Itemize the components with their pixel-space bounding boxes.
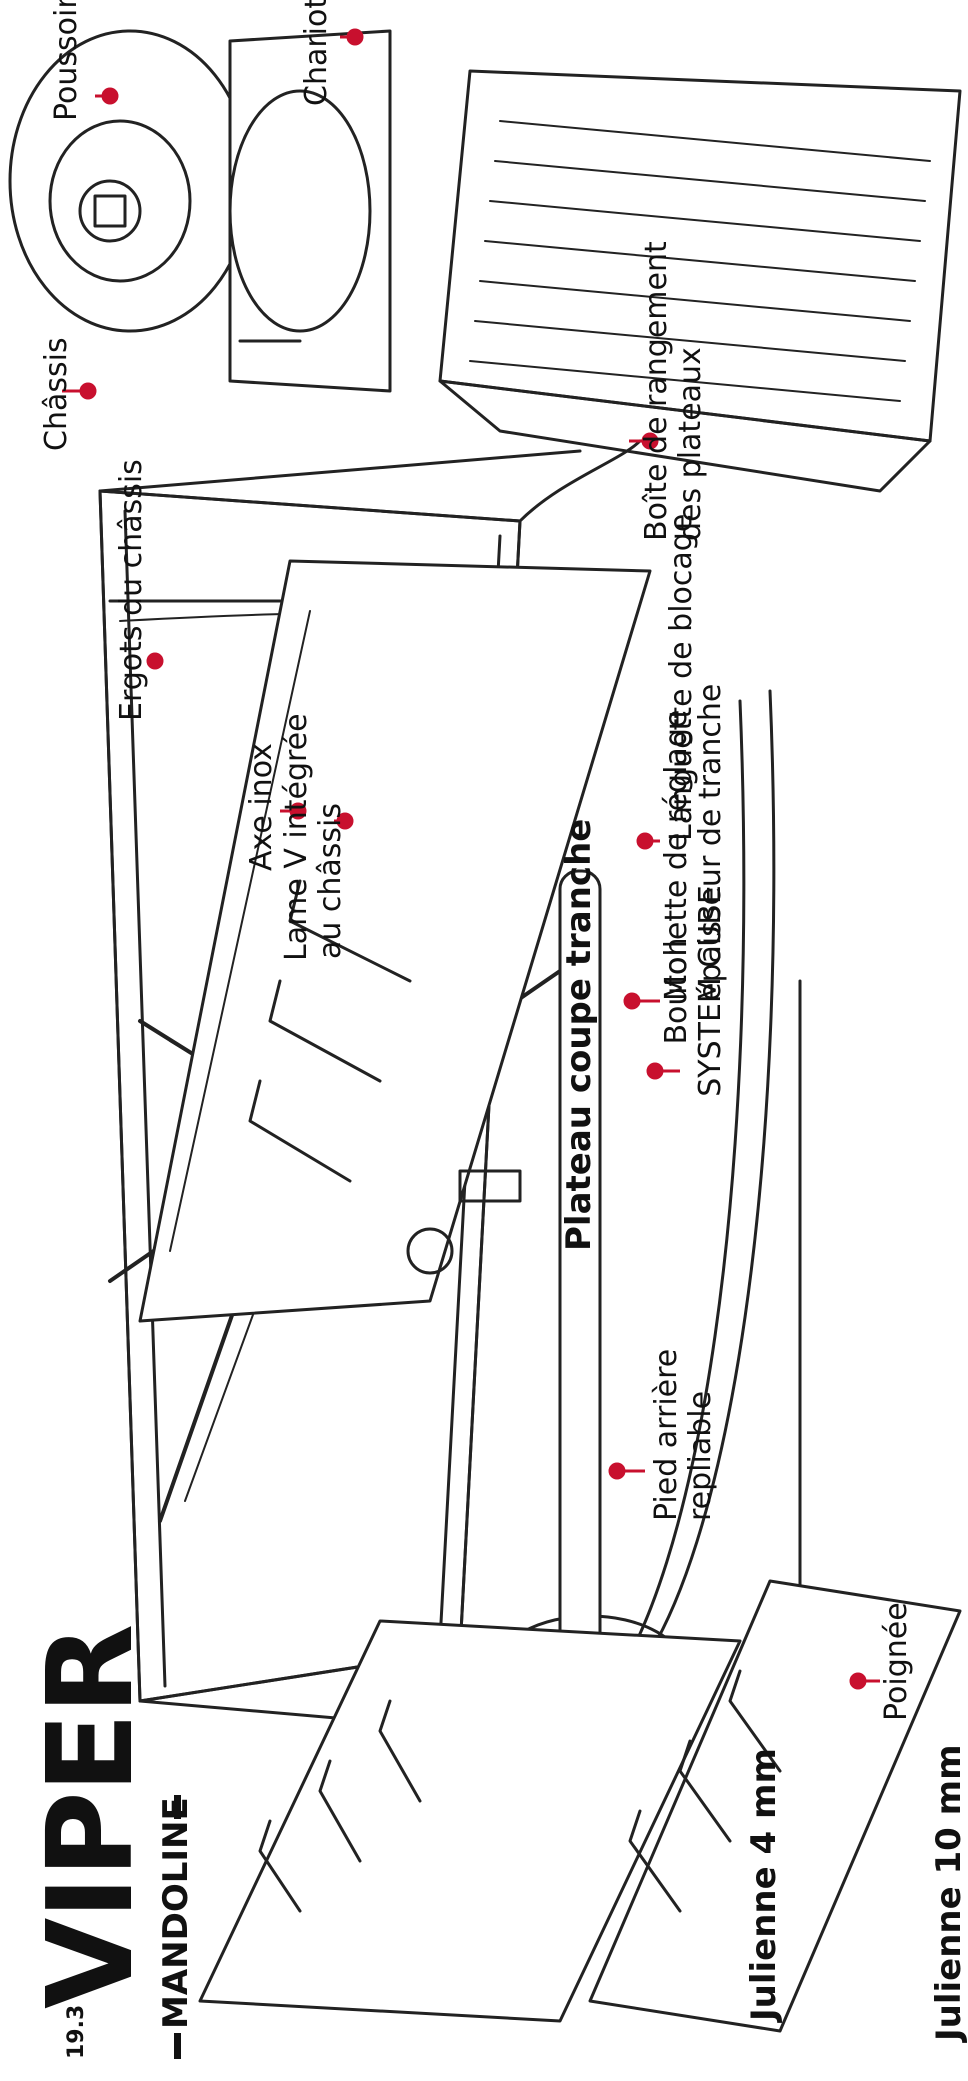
julienne-10mm-drawing: [588, 1579, 962, 2033]
title-julienne-10mm: Julienne 10 mm: [929, 1744, 968, 2041]
poussoir-drawing: [8, 29, 252, 333]
label-mollette: Mollette de réglage épaisseur de tranche: [659, 683, 728, 1001]
title-plateau: Plateau coupe tranche: [559, 818, 599, 1251]
chariot-drawing: [228, 29, 392, 393]
title-julienne-4mm: Julienne 4 mm: [744, 1748, 784, 2021]
slicing-plate-drawing: [138, 559, 652, 1323]
callout-lines: [62, 28, 880, 1690]
julienne-4mm-drawing: [198, 1619, 742, 2023]
label-axe: Axe inox: [244, 743, 279, 871]
label-ergots: Ergots du châssis: [114, 459, 149, 721]
label-mollette-line2: épaisseur de tranche: [693, 683, 728, 1001]
label-pied-line1: Pied arrière: [649, 1348, 684, 1521]
label-mollette-line1: Mollette de réglage: [659, 709, 694, 1001]
label-lame: Lame V intégrée au châssis: [279, 713, 348, 961]
storage-box-drawing: [438, 69, 962, 493]
label-lame-line1: Lame V intégrée: [279, 713, 314, 961]
label-boite-line2: des plateaux: [673, 347, 708, 541]
label-poignee: Poignée: [879, 1602, 914, 1721]
label-pied: Pied arrière repliable: [649, 1348, 718, 1521]
label-chariot: Chariot: [299, 0, 334, 106]
label-boite-line1: Boîte de rangement: [639, 241, 674, 541]
label-boite: Boîte de rangement des plateaux: [639, 241, 708, 541]
label-pied-line2: repliable: [683, 1390, 718, 1521]
label-lame-line2: au châssis: [313, 802, 348, 960]
label-chassis: Châssis: [39, 337, 74, 451]
label-poussoir: Poussoir: [49, 0, 84, 121]
